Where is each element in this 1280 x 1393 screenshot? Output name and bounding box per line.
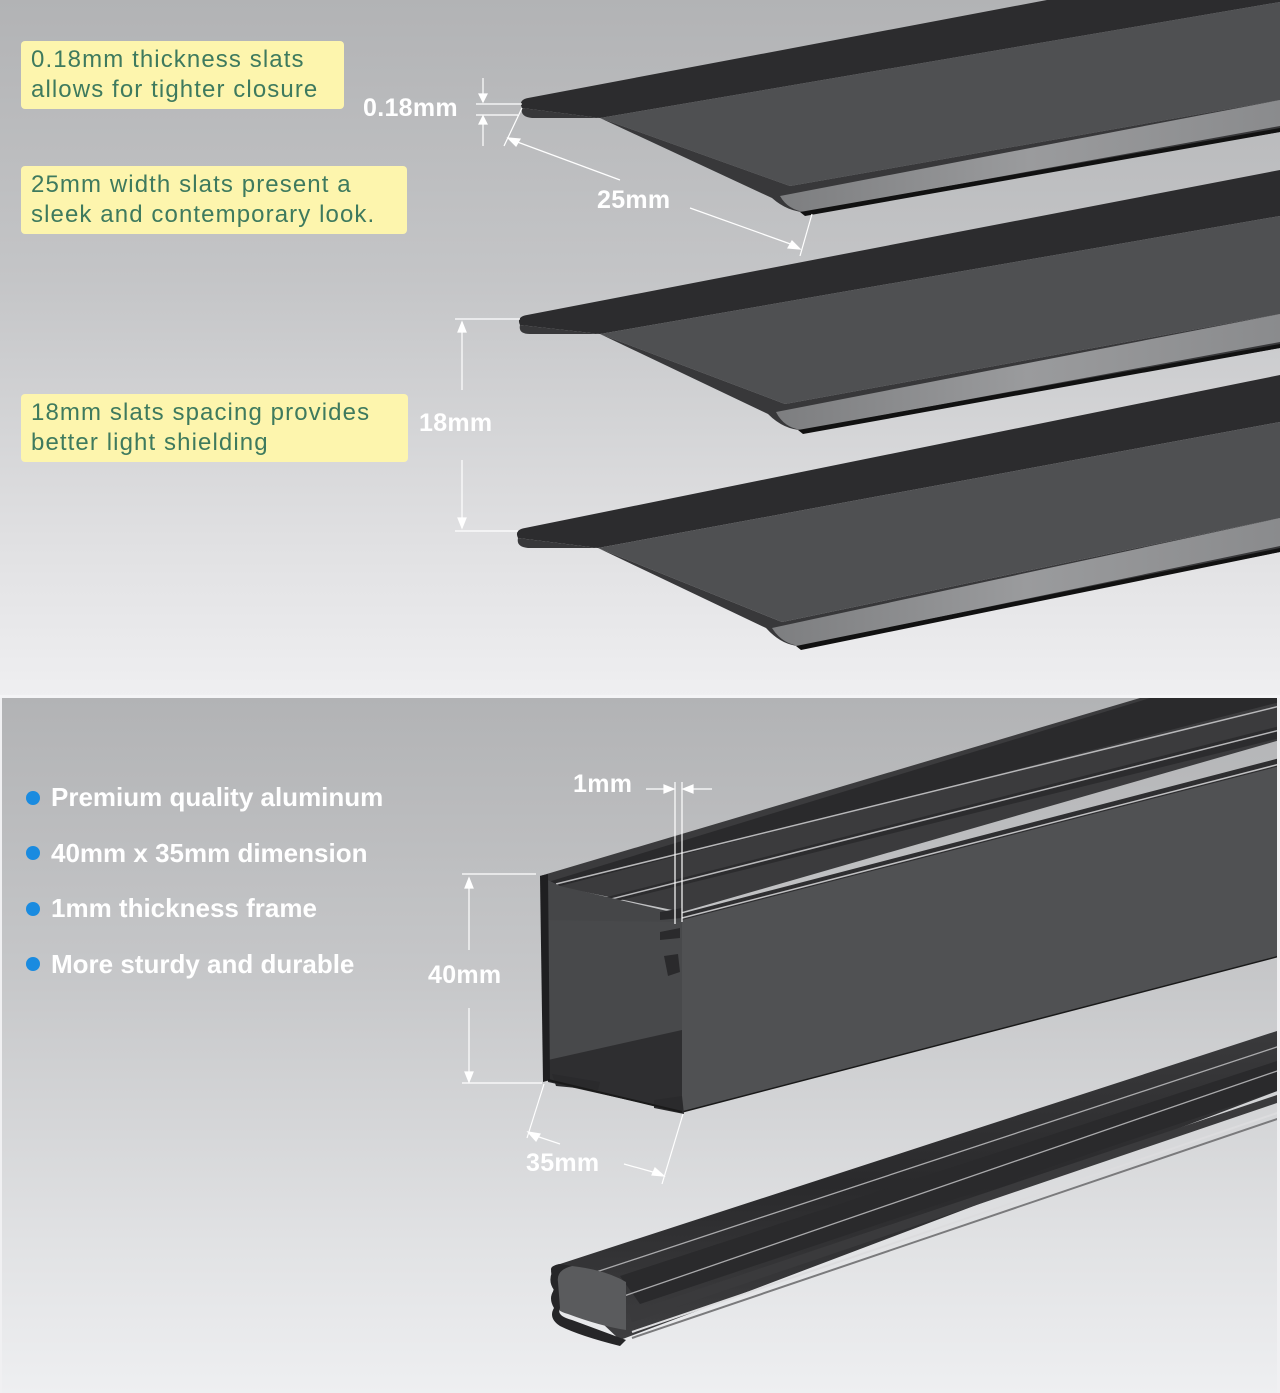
thickness-callout: 0.18mm thickness slats allows for tighte…: [21, 41, 344, 109]
callout-line: 25mm width slats present a: [31, 171, 352, 198]
callout-line: better light shielding: [31, 429, 269, 456]
callout-line: 18mm slats spacing provides: [31, 399, 371, 426]
feature-text: More sturdy and durable: [51, 948, 355, 979]
bullet-dot-icon: [26, 846, 40, 861]
thickness-dimension-label: 0.18mm: [363, 94, 458, 122]
feature-list: Premium quality aluminum 40mm x 35mm dim…: [26, 770, 383, 992]
feature-text: Premium quality aluminum: [51, 782, 384, 813]
headrail-dimension-lines: [462, 782, 712, 1185]
width-callout: 25mm width slats present a sleek and con…: [21, 166, 407, 234]
bullet-dot-icon: [26, 901, 40, 916]
thickness-dimension-lines: [455, 78, 813, 532]
headrail: [540, 698, 1277, 1114]
slats-illustration: [455, 0, 1280, 650]
panel-divider: [0, 695, 1280, 698]
callout-line: allows for tighter closure: [31, 76, 319, 103]
bottom-rail: [550, 1030, 1277, 1346]
headrail-illustration: [462, 698, 1277, 1346]
height-dimension-label: 40mm: [428, 961, 502, 989]
feature-item: Premium quality aluminum: [26, 770, 383, 826]
feature-text: 1mm thickness frame: [51, 893, 317, 924]
spacing-callout: 18mm slats spacing provides better light…: [21, 394, 408, 462]
slat-3: [516, 375, 1280, 650]
feature-text: 40mm x 35mm dimension: [51, 837, 368, 868]
slat-2: [518, 170, 1280, 434]
callout-line: 0.18mm thickness slats: [31, 46, 305, 73]
width-dimension-label: 25mm: [597, 186, 671, 214]
feature-item: 40mm x 35mm dimension: [26, 826, 383, 882]
bullet-dot-icon: [26, 957, 40, 972]
slat-1: [520, 0, 1280, 216]
bullet-dot-icon: [26, 790, 40, 805]
slats-panel: 0.18mm thickness slats allows for tighte…: [0, 0, 1280, 697]
callout-line: sleek and contemporary look.: [31, 201, 376, 228]
feature-item: 1mm thickness frame: [26, 881, 383, 937]
spacing-dimension-label: 18mm: [419, 409, 493, 437]
feature-item: More sturdy and durable: [26, 937, 383, 993]
depth-dimension-label: 35mm: [526, 1149, 600, 1177]
wall-thickness-dimension-label: 1mm: [573, 770, 633, 798]
headrail-panel: Premium quality aluminum 40mm x 35mm dim…: [2, 698, 1277, 1393]
